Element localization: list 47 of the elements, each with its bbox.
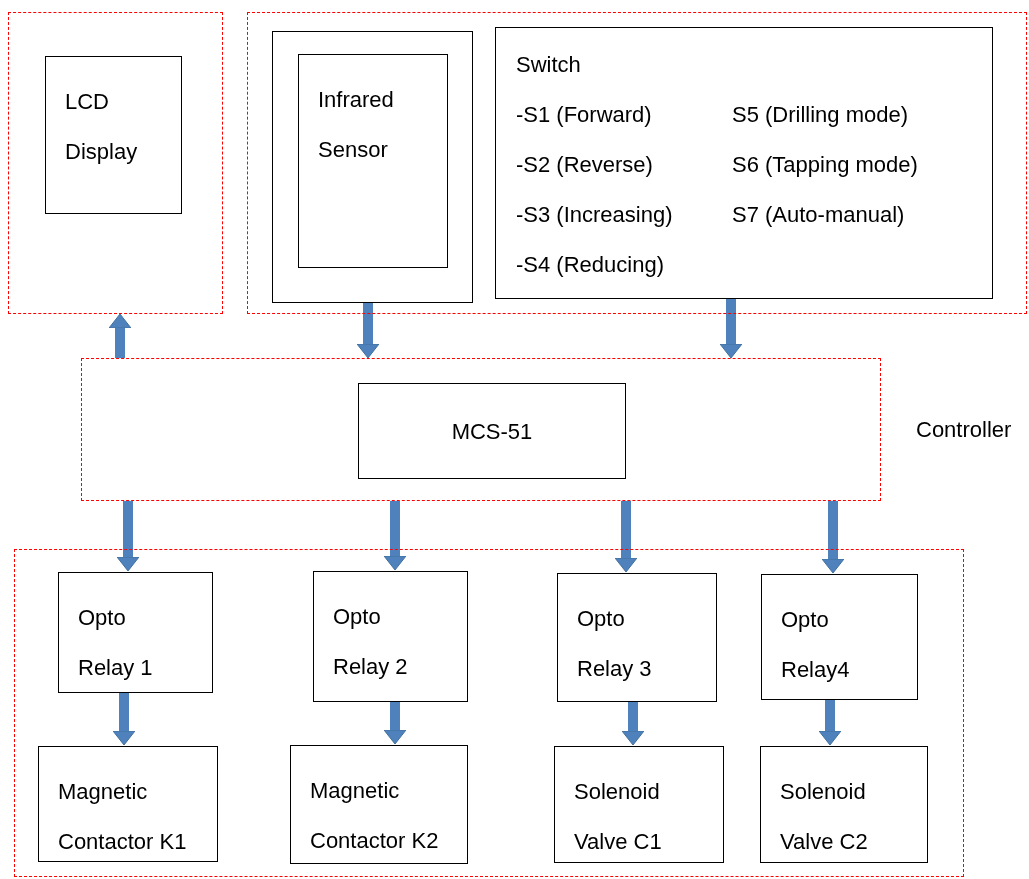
block-arrow [821, 501, 845, 574]
box-label: -S4 (Reducing) [516, 251, 665, 279]
box-label: MCS-51 [451, 417, 533, 446]
process-box [554, 746, 724, 863]
box-label: -S2 (Reverse) [516, 151, 654, 179]
process-box [45, 56, 182, 214]
block-arrow [108, 313, 132, 358]
block-arrow [614, 501, 638, 573]
box-label: Solenoid Valve C2 [780, 778, 869, 856]
box-label: Opto Relay 2 [333, 603, 409, 681]
process-box [761, 574, 918, 700]
block-arrow [116, 501, 140, 572]
box-label: Infrared Sensor [318, 86, 395, 164]
block-arrow [621, 701, 645, 746]
box-label: Controller [916, 416, 1012, 444]
box-label: Opto Relay 1 [78, 604, 154, 682]
dashed-group-frame [14, 549, 964, 877]
process-box [38, 746, 218, 862]
process-box [358, 383, 626, 479]
block-arrow [383, 501, 407, 571]
block-arrow [112, 692, 136, 746]
dashed-group-frame [247, 12, 1027, 314]
box-label: LCD Display [65, 88, 139, 166]
box-label: -S1 (Forward) [516, 101, 653, 129]
box-label: S7 (Auto-manual) [732, 201, 906, 229]
process-box [557, 573, 717, 702]
process-box [313, 571, 468, 702]
box-label: Opto Relay 3 [577, 605, 653, 683]
box-label: Opto Relay4 [781, 606, 851, 684]
dashed-group-frame [8, 12, 223, 314]
process-box [58, 572, 213, 693]
box-label: S6 (Tapping mode) [732, 151, 918, 179]
block-arrow [719, 298, 743, 359]
block-arrow [818, 699, 842, 746]
box-label: Switch [516, 51, 582, 79]
process-box [760, 746, 928, 863]
process-box [495, 27, 993, 299]
box-label: Magnetic Contactor K2 [310, 777, 440, 855]
process-box [298, 54, 448, 268]
block-arrow [383, 701, 407, 745]
box-label: -S3 (Increasing) [516, 201, 674, 229]
process-box [290, 745, 468, 864]
box-label: Solenoid Valve C1 [574, 778, 663, 856]
box-label: Magnetic Contactor K1 [58, 778, 188, 856]
block-arrow [356, 302, 380, 359]
process-box [272, 31, 473, 303]
box-label: S5 (Drilling mode) [732, 101, 910, 129]
